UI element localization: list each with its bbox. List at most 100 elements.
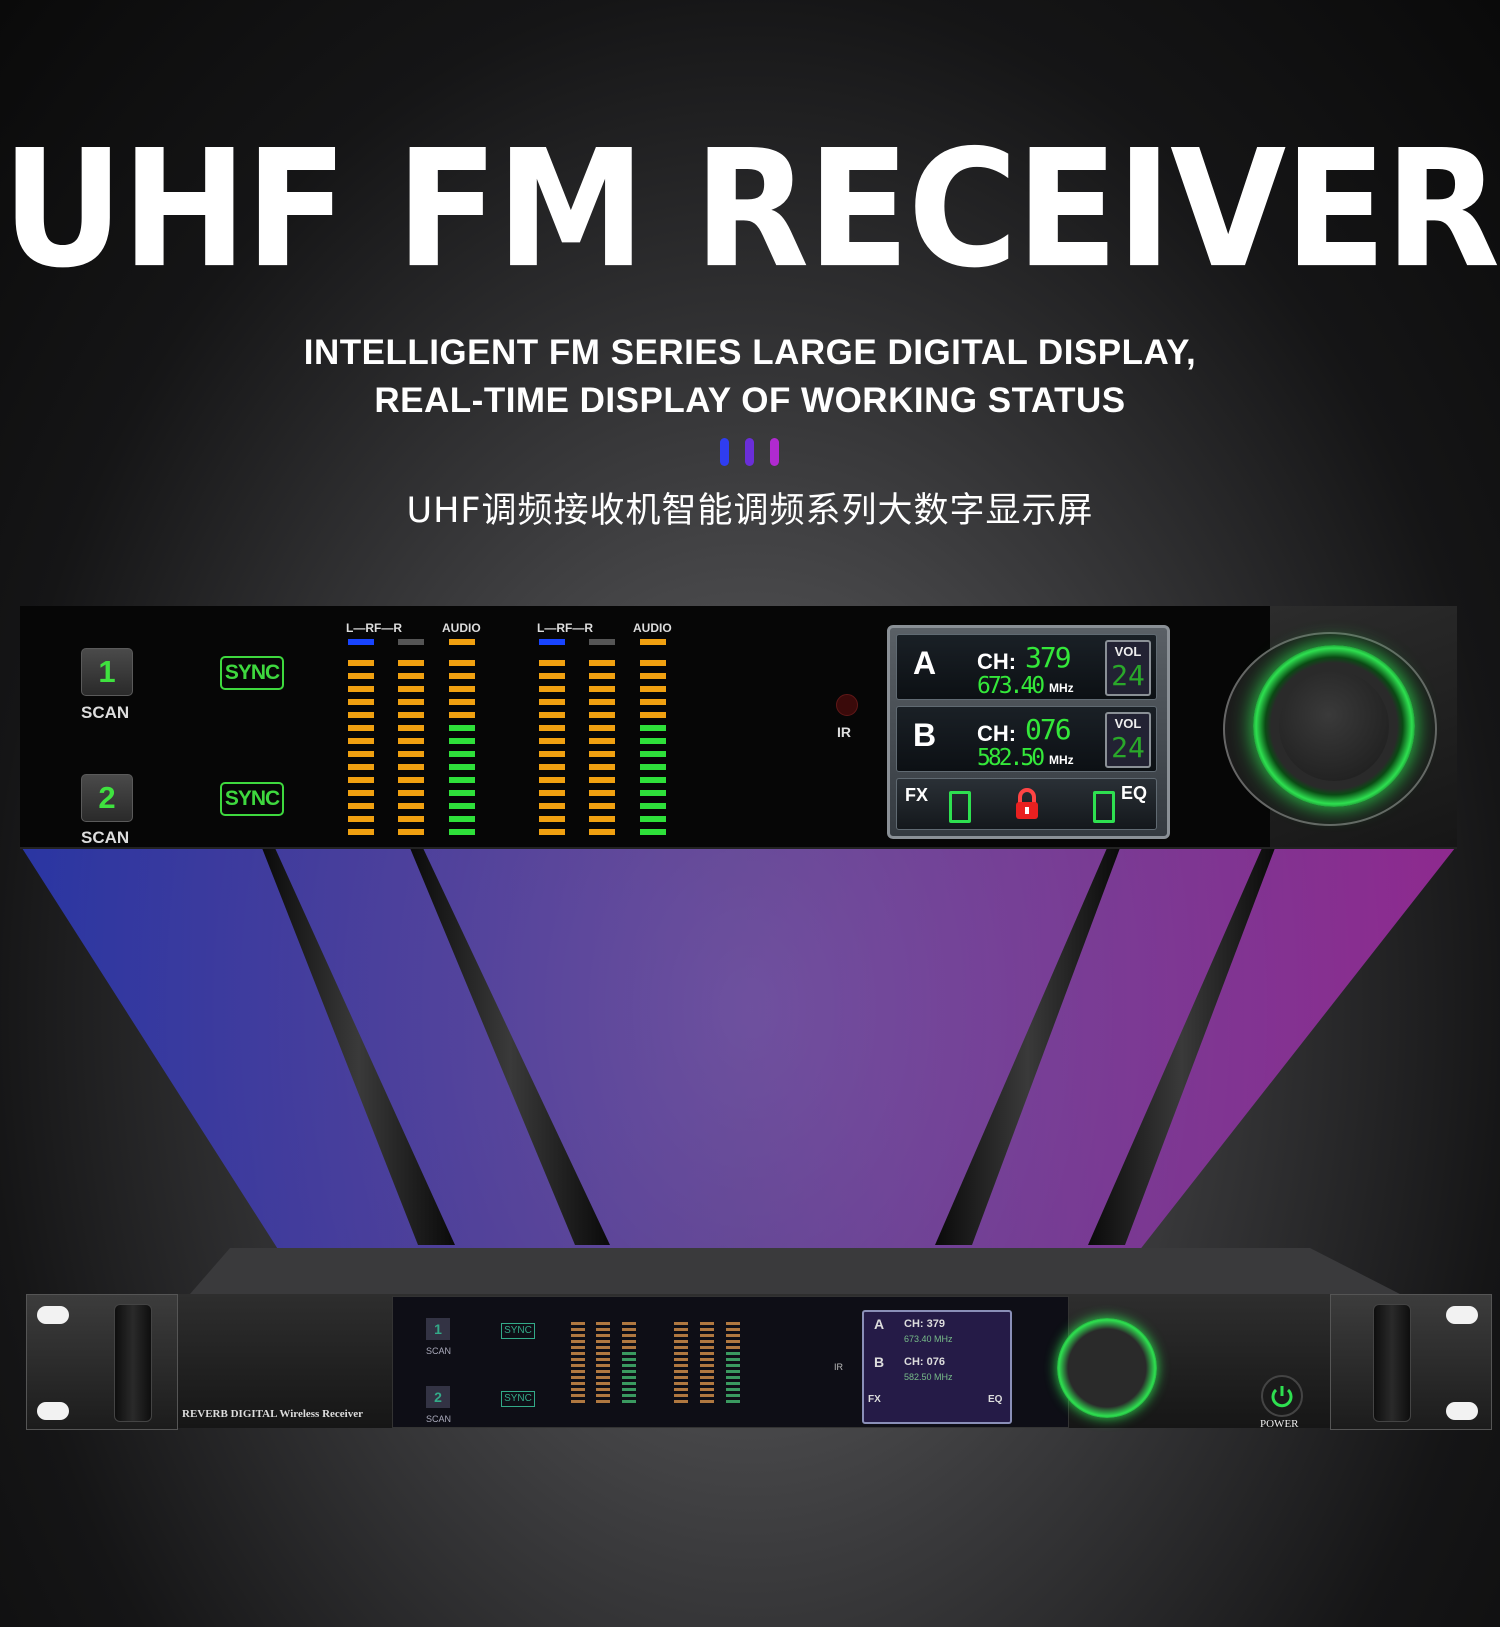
mini-meter-segment <box>700 1352 714 1355</box>
unit-a: MHz <box>1049 681 1074 695</box>
sync-button-2[interactable]: SYNC <box>220 782 284 816</box>
ch-label-a: CH: <box>977 649 1017 674</box>
meter-segment <box>539 686 565 692</box>
mini-meter-segment <box>700 1328 714 1331</box>
meter-segment <box>449 673 475 679</box>
mini-meter-segment <box>622 1346 636 1349</box>
meter-segment <box>589 686 615 692</box>
mini-channel-1-button: 1 <box>426 1318 450 1340</box>
mini-meter-segment <box>596 1400 610 1403</box>
meter-segment <box>539 725 565 731</box>
mini-meter-segment <box>700 1340 714 1343</box>
vol-box-a: VOL 24 <box>1105 640 1151 696</box>
rf-label-b: L—RF—R <box>537 621 593 635</box>
lcd-row-a: A CH: 379 673.40 MHz VOL 24 <box>896 634 1157 700</box>
mini-meter-segment <box>726 1340 740 1343</box>
meter-segment <box>640 712 666 718</box>
mini-meter-segment <box>571 1328 585 1331</box>
meter-segment <box>449 829 475 835</box>
subtitle-line-2: REAL-TIME DISPLAY OF WORKING STATUS <box>374 381 1126 420</box>
meter-segment <box>348 712 374 718</box>
channel-number-a: 379 <box>1025 641 1072 674</box>
mini-freq-b: 582.50 MHz <box>904 1372 953 1382</box>
mini-fx: FX <box>868 1394 881 1405</box>
channel-number-b: 076 <box>1025 713 1072 746</box>
eq-indicator <box>1093 791 1115 823</box>
mini-meter-segment <box>622 1388 636 1391</box>
meter-segment <box>398 777 424 783</box>
volume-knob-cap[interactable] <box>1279 671 1389 781</box>
mini-meter-segment <box>674 1334 688 1337</box>
channel-2-button[interactable]: 2 <box>81 774 133 822</box>
mini-meter-segment <box>571 1388 585 1391</box>
mini-meter-segment <box>596 1340 610 1343</box>
mini-meter-segment <box>674 1340 688 1343</box>
mini-meter-segment <box>726 1388 740 1391</box>
mini-meter-segment <box>700 1388 714 1391</box>
vol-value-a: 24 <box>1111 659 1145 692</box>
meter-segment <box>589 777 615 783</box>
fx-indicator <box>949 791 971 823</box>
antenna-right-1 <box>935 848 1120 1245</box>
frequency-a: 673.40 <box>977 673 1045 699</box>
meter-segment <box>398 712 424 718</box>
mini-meter-segment <box>622 1322 636 1325</box>
mini-sync-1: SYNC <box>501 1323 535 1339</box>
meter-segment <box>589 699 615 705</box>
meter-segment <box>449 738 475 744</box>
meter-segment <box>348 764 374 770</box>
meter-segment <box>348 816 374 822</box>
meter-segment <box>539 712 565 718</box>
mini-meter-segment <box>726 1376 740 1379</box>
mini-meter-segment <box>596 1382 610 1385</box>
mini-meter-segment <box>674 1376 688 1379</box>
meter-segment <box>539 790 565 796</box>
mini-lcd <box>862 1310 1012 1424</box>
audio-label-a: AUDIO <box>442 621 481 635</box>
vol-label-b: VOL <box>1114 716 1142 731</box>
rf-label-a: L—RF—R <box>346 621 402 635</box>
vol-box-b: VOL 24 <box>1105 712 1151 768</box>
front-panel-closeup <box>20 606 1457 849</box>
meter-segment <box>640 816 666 822</box>
mini-meter-segment <box>622 1370 636 1373</box>
mini-meter-segment <box>571 1334 585 1337</box>
meter-segment <box>589 803 615 809</box>
rack-handle-right[interactable] <box>1373 1304 1411 1422</box>
meter-indicator <box>398 639 424 645</box>
power-button[interactable] <box>1261 1375 1303 1417</box>
meter-segment <box>449 790 475 796</box>
mini-meter-segment <box>622 1358 636 1361</box>
meter-segment <box>348 660 374 666</box>
rack-handle-left[interactable] <box>114 1304 152 1422</box>
rack-slot <box>1446 1306 1478 1324</box>
meter-segment <box>398 790 424 796</box>
meter-segment <box>640 803 666 809</box>
mini-lcd-letter-a: A <box>874 1316 885 1332</box>
device-volume-knob[interactable] <box>1057 1318 1157 1418</box>
mini-lcd-letter-b: B <box>874 1354 885 1370</box>
meter-segment <box>398 803 424 809</box>
mini-meter-segment <box>700 1400 714 1403</box>
mini-meter-segment <box>622 1400 636 1403</box>
meter-segment <box>398 686 424 692</box>
meter-segment <box>398 673 424 679</box>
meter-segment <box>449 712 475 718</box>
meter-segment <box>348 790 374 796</box>
meter-segment <box>449 803 475 809</box>
device-top-cover <box>190 1248 1400 1294</box>
mini-meter-segment <box>700 1382 714 1385</box>
channel-1-button[interactable]: 1 <box>81 648 133 696</box>
sync-button-1[interactable]: SYNC <box>220 656 284 690</box>
vol-label-a: VOL <box>1114 644 1142 659</box>
mini-meter-segment <box>726 1394 740 1397</box>
mini-meter-segment <box>726 1334 740 1337</box>
meter-segment <box>640 738 666 744</box>
mini-meter-segment <box>596 1358 610 1361</box>
mini-meter-segment <box>674 1394 688 1397</box>
meter-segment <box>589 660 615 666</box>
meter-indicator <box>589 639 615 645</box>
mini-scan-label-1: SCAN <box>426 1346 452 1356</box>
mini-meter-segment <box>622 1352 636 1355</box>
meter-segment <box>348 738 374 744</box>
